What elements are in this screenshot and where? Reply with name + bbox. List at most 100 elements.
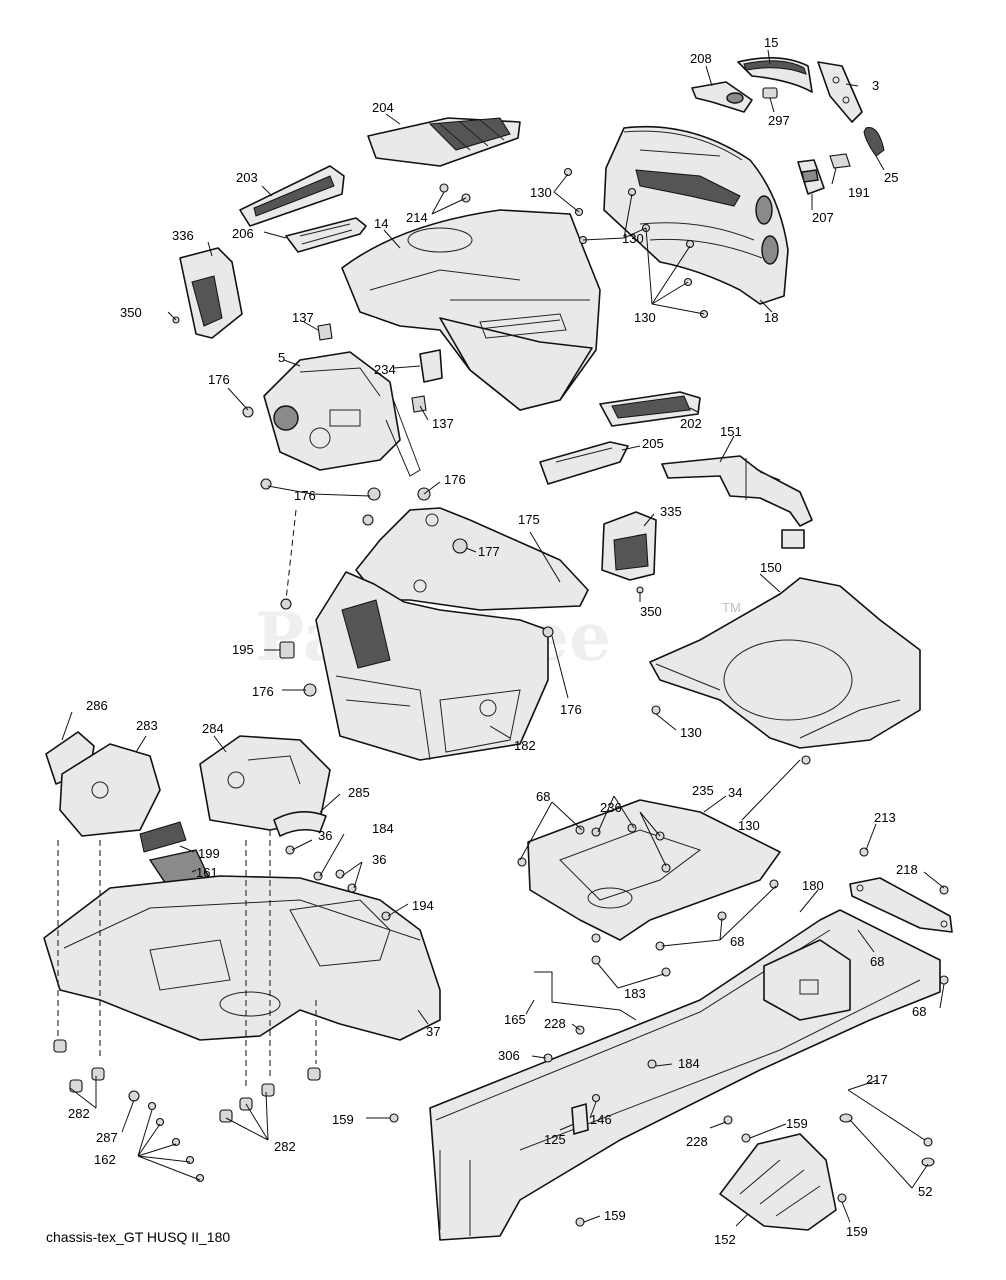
callout-176-a: 176	[208, 372, 230, 387]
callout-15: 15	[764, 35, 778, 50]
callout-336: 336	[172, 228, 194, 243]
callout-282-a: 282	[68, 1106, 90, 1121]
callout-130-c: 130	[634, 310, 656, 325]
callout-152: 152	[714, 1232, 736, 1247]
callout-199: 199	[198, 846, 220, 861]
part-199-decal[interactable]	[139, 821, 187, 853]
part-130-bolts-footrest[interactable]	[651, 705, 811, 765]
callout-25: 25	[884, 170, 898, 185]
callout-205: 205	[642, 436, 664, 451]
part-3-headlight-bracket[interactable]	[817, 61, 863, 123]
part-176-grommets-lower[interactable]	[280, 514, 554, 697]
callout-130-e: 130	[738, 818, 760, 833]
callout-235: 235	[692, 783, 714, 798]
part-205-trim[interactable]	[539, 441, 629, 485]
part-203-side-grille[interactable]	[239, 165, 345, 227]
callout-68-a: 68	[536, 789, 550, 804]
part-182-front-panel[interactable]	[315, 571, 549, 761]
callout-207: 207	[812, 210, 834, 225]
callout-137-a: 137	[292, 310, 314, 325]
callout-176-e: 176	[560, 702, 582, 717]
part-195-spacer[interactable]	[279, 641, 295, 659]
callout-14: 14	[374, 216, 388, 231]
part-36-194-hardware[interactable]	[285, 845, 391, 921]
callout-180: 180	[802, 878, 824, 893]
callout-191: 191	[848, 185, 870, 200]
callout-176-b: 176	[444, 472, 466, 487]
part-202-grille-insert[interactable]	[599, 391, 701, 427]
callout-36-b: 36	[372, 852, 386, 867]
part-180-frame[interactable]	[429, 909, 941, 1241]
callout-335: 335	[660, 504, 682, 519]
callout-159-a: 159	[332, 1112, 354, 1127]
part-18-front-grille[interactable]	[603, 125, 789, 305]
callout-161: 161	[196, 865, 218, 880]
callout-36-a: 36	[318, 828, 332, 843]
callout-151: 151	[720, 424, 742, 439]
part-151-bracket[interactable]	[661, 455, 813, 549]
callout-130-a: 130	[530, 185, 552, 200]
part-183-bolts[interactable]	[591, 955, 671, 977]
callout-175: 175	[518, 512, 540, 527]
part-162-screws[interactable]	[147, 1101, 205, 1183]
part-5-dash-panel[interactable]	[263, 351, 421, 477]
part-206-panel[interactable]	[285, 217, 367, 253]
callout-146: 146	[590, 1112, 612, 1127]
callout-159-b: 159	[786, 1116, 808, 1131]
part-191-socket[interactable]	[829, 153, 851, 169]
callout-165: 165	[504, 1012, 526, 1027]
part-214-fasteners[interactable]	[439, 183, 471, 203]
part-150-footrest-plate[interactable]	[649, 577, 921, 749]
part-207-headlight[interactable]	[797, 159, 825, 195]
callout-176-d: 176	[252, 684, 274, 699]
part-335-panel[interactable]	[601, 511, 657, 581]
part-177-grommet[interactable]	[452, 538, 468, 554]
part-125-146-bracket[interactable]	[571, 1093, 601, 1135]
part-152-foot-pedal-cover[interactable]	[719, 1133, 837, 1231]
callout-5: 5	[278, 350, 285, 365]
callout-150: 150	[760, 560, 782, 575]
dashed-assembly-lines	[57, 509, 317, 1090]
part-336-side-panel[interactable]	[179, 247, 243, 339]
callout-285: 285	[348, 785, 370, 800]
part-282-grommets[interactable]	[53, 1039, 321, 1123]
callout-176-c: 176	[294, 488, 316, 503]
callout-350-b: 350	[640, 604, 662, 619]
part-34-plate[interactable]	[527, 799, 781, 941]
callout-306: 306	[498, 1048, 520, 1063]
part-284-cover-right[interactable]	[199, 735, 331, 831]
callout-34: 34	[728, 785, 742, 800]
part-14-hood[interactable]	[341, 209, 601, 411]
part-234-decal[interactable]	[419, 349, 443, 383]
callout-236: 236	[600, 800, 622, 815]
callout-217: 217	[866, 1072, 888, 1087]
callout-18: 18	[764, 310, 778, 325]
part-217-rod[interactable]	[847, 1089, 933, 1147]
part-297-clip[interactable]	[762, 87, 778, 99]
part-175-support[interactable]	[355, 507, 589, 611]
callout-228-a: 228	[544, 1016, 566, 1031]
callout-68-d: 68	[912, 1004, 926, 1019]
part-15-hood-trim[interactable]	[737, 57, 813, 93]
callout-194: 194	[412, 898, 434, 913]
part-208-bracket[interactable]	[691, 81, 753, 113]
part-137-clip-upper[interactable]	[317, 323, 333, 341]
callout-234: 234	[374, 362, 396, 377]
part-283-cover-left[interactable]	[59, 743, 161, 837]
callout-287: 287	[96, 1130, 118, 1145]
part-204-hood-cover[interactable]	[367, 117, 521, 167]
callout-68-c: 68	[870, 954, 884, 969]
part-285-handle[interactable]	[273, 811, 327, 837]
part-25-lens[interactable]	[863, 126, 885, 157]
callout-297: 297	[768, 113, 790, 128]
part-137-clip-lower[interactable]	[411, 395, 427, 413]
callout-162: 162	[94, 1152, 116, 1167]
callout-184-a: 184	[372, 821, 394, 836]
part-52-washers[interactable]	[839, 1113, 935, 1167]
callout-208: 208	[690, 51, 712, 66]
part-218-bracket[interactable]	[849, 877, 953, 933]
part-37-fender[interactable]	[43, 875, 441, 1041]
callout-203: 203	[236, 170, 258, 185]
part-287-bolt[interactable]	[128, 1090, 140, 1102]
part-165-rod[interactable]	[534, 971, 637, 1021]
